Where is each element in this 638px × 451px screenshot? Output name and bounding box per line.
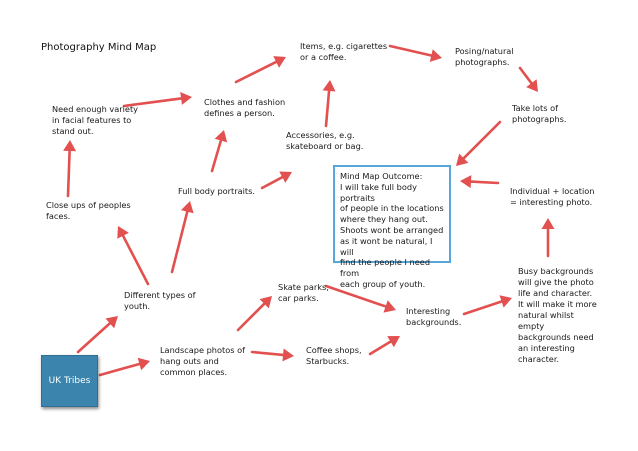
- node-different: Different types of youth.: [124, 290, 196, 311]
- arrow-landscape-to-skate: [236, 296, 272, 332]
- arrow-full-body-to-clothes: [210, 130, 228, 173]
- arrow-take-lots-to-outcome: [456, 120, 502, 166]
- node-interesting: Interesting backgrounds.: [406, 306, 462, 327]
- arrow-busy-to-individual: [541, 218, 555, 258]
- arrow-skate-to-interesting: [324, 284, 396, 313]
- node-skate: Skate parks, car parks.: [278, 282, 329, 303]
- node-take-lots: Take lots of photographs.: [512, 103, 567, 124]
- arrow-close-ups-to-variety: [63, 140, 77, 198]
- node-clothes: Clothes and fashion defines a person.: [204, 97, 286, 118]
- arrow-variety-to-clothes: [122, 91, 192, 108]
- root-node-uk-tribes: UK Tribes: [41, 355, 98, 407]
- node-individual: Individual + location = interesting phot…: [510, 186, 595, 207]
- arrow-root-to-different: [76, 316, 118, 354]
- node-coffee: Coffee shops, Starbucks.: [306, 345, 362, 366]
- arrow-landscape-to-coffee: [250, 348, 294, 362]
- node-full-body: Full body portraits.: [178, 186, 255, 196]
- arrow-individual-to-outcome: [460, 175, 500, 189]
- arrow-root-to-landscape: [98, 357, 150, 377]
- arrow-different-to-close-ups: [117, 226, 150, 286]
- node-close-ups: Close ups of peoples faces.: [46, 200, 131, 221]
- node-posing: Posing/natural photographs.: [455, 46, 514, 67]
- node-accessories: Accessories, e.g. skateboard or bag.: [286, 130, 364, 151]
- node-variety: Need enough variety in facial features t…: [52, 104, 139, 136]
- node-items: Items, e.g. cigarettes or a coffee.: [300, 41, 388, 62]
- arrow-accessories-to-items: [322, 80, 336, 128]
- arrow-clothes-to-items: [234, 56, 286, 84]
- page-title: Photography Mind Map: [41, 42, 157, 53]
- node-landscape: Landscape photos of hang outs and common…: [160, 345, 245, 377]
- arrow-interesting-to-busy: [462, 295, 512, 316]
- arrow-coffee-to-interesting: [368, 336, 400, 356]
- arrow-full-body-to-accessories: [260, 171, 292, 190]
- arrow-posing-to-take-lots: [518, 66, 538, 92]
- root-node-label: UK Tribes: [48, 376, 91, 386]
- arrow-different-to-full-body: [170, 201, 194, 274]
- arrow-items-to-posing: [388, 44, 442, 62]
- node-busy: Busy backgrounds will give the photo lif…: [518, 266, 597, 364]
- mind-map-outcome-box: Mind Map Outcome: I will take full body …: [333, 165, 451, 289]
